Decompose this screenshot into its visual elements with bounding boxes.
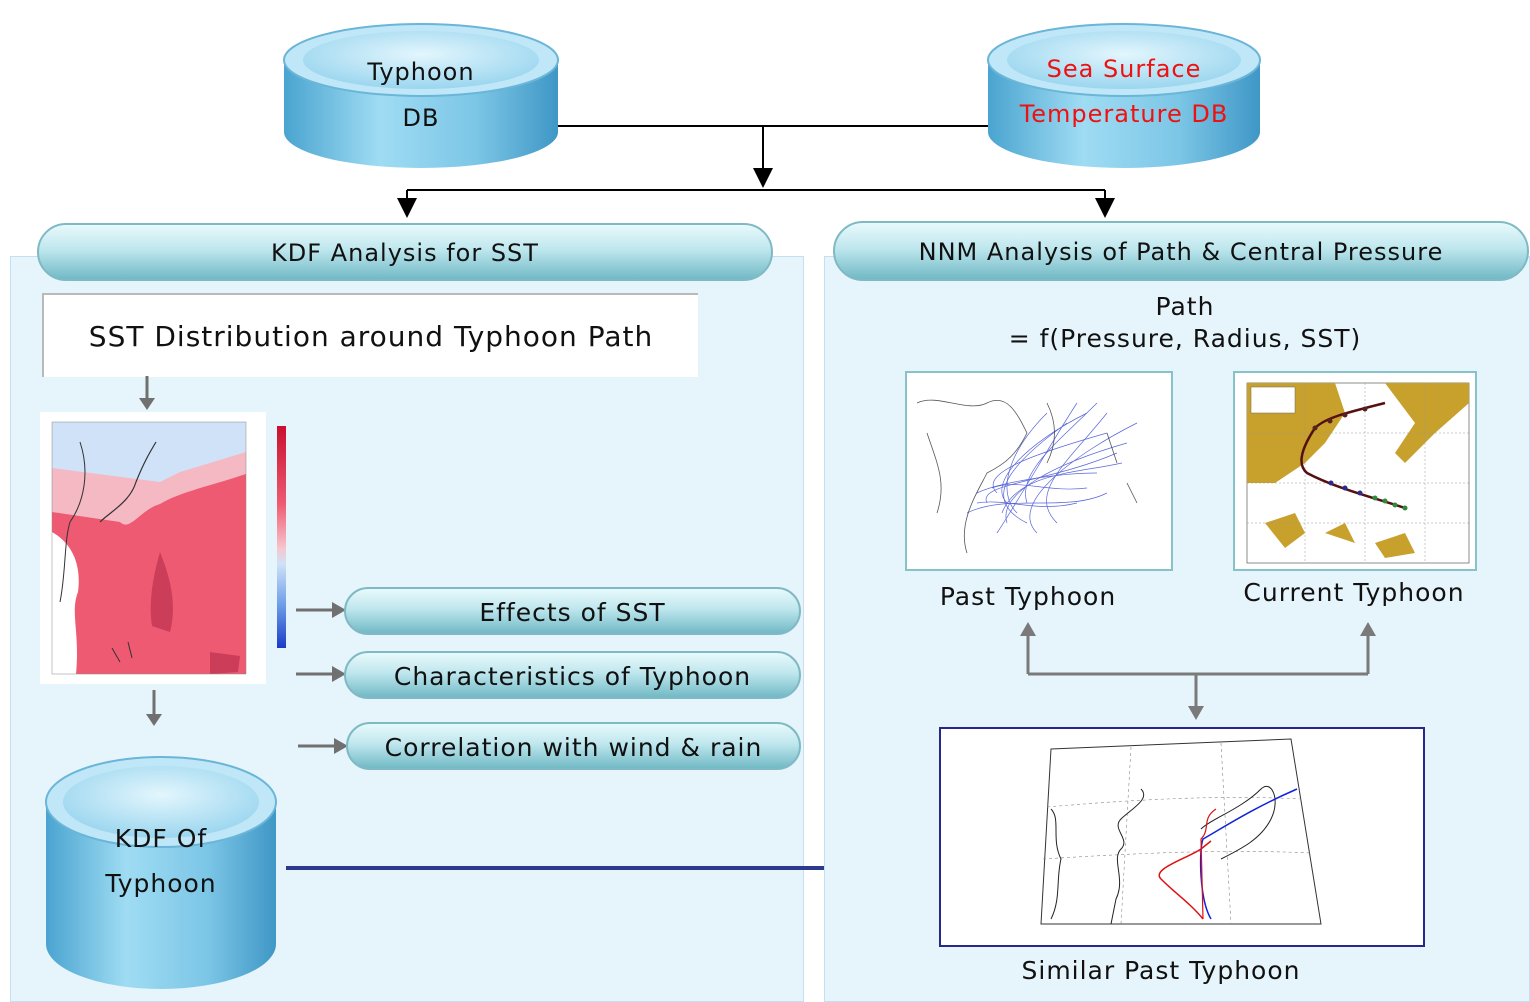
sst-colorbar [277, 426, 286, 648]
sst-db-line1: Sea Surface [1046, 55, 1202, 83]
sst-map [40, 412, 266, 684]
arrow-right-icon [296, 666, 346, 682]
kdf-db-line1: KDF Of [114, 824, 208, 853]
past-tracks-map [916, 399, 1138, 554]
past-typhoon-caption: Past Typhoon [939, 582, 1117, 611]
current-typhoon-caption: Current Typhoon [1243, 578, 1465, 607]
top-connectors [397, 125, 1115, 218]
typhoon-db: Typhoon DB [281, 12, 561, 172]
arrow-down-icon [139, 376, 155, 410]
sst-distribution-box: SST Distribution around Typhoon Path [42, 293, 698, 377]
effect-pill-correlation: Correlation with wind & rain [345, 721, 802, 773]
kdf-typhoon-db: KDF Of Typhoon [43, 744, 279, 1000]
formula-line1: Path [1155, 292, 1215, 321]
cylinder-db-icon [283, 23, 559, 168]
pill-shape [37, 223, 773, 281]
sst-map-graphic [51, 421, 247, 675]
arrow-up-icon [1360, 622, 1376, 636]
arrow-right-icon [298, 738, 348, 754]
arrow-down-icon [1188, 706, 1204, 720]
cylinder-db-icon [45, 756, 277, 989]
similar-typhoon-caption: Similar Past Typhoon [1021, 956, 1301, 985]
arrow-right-icon [296, 602, 346, 618]
typhoon-db-line2: DB [402, 104, 440, 132]
kdf-analysis-title: KDF Analysis for SST [271, 239, 539, 267]
arrow-down-icon [146, 690, 162, 726]
comparison-connector [1020, 622, 1376, 720]
sst-distribution-title: SST Distribution around Typhoon Path [88, 319, 654, 353]
current-typhoon-image [1233, 371, 1477, 571]
effect-label-correlation: Correlation with wind & rain [384, 732, 763, 762]
effect-label-sst: Effects of SST [479, 597, 666, 627]
arrow-up-icon [1020, 622, 1036, 636]
similar-track-map [1040, 738, 1322, 925]
sst-db: Sea Surface Temperature DB [985, 12, 1263, 172]
effect-pill-sst: Effects of SST [343, 586, 802, 638]
sst-db-line2: Temperature DB [1019, 100, 1229, 128]
cylinder-db-icon [987, 23, 1261, 168]
nnm-analysis-header: NNM Analysis of Path & Central Pressure [832, 220, 1530, 284]
kdf-analysis-header: KDF Analysis for SST [36, 222, 774, 284]
current-track-map [1246, 382, 1470, 564]
similar-typhoon-image [939, 727, 1425, 947]
past-typhoon-image [905, 371, 1173, 571]
effect-label-characteristics: Characteristics of Typhoon [393, 661, 752, 691]
effect-pill-characteristics: Characteristics of Typhoon [343, 650, 802, 702]
nnm-analysis-title: NNM Analysis of Path & Central Pressure [918, 238, 1444, 266]
kdf-db-line2: Typhoon [105, 869, 217, 898]
typhoon-db-line1: Typhoon [367, 58, 475, 86]
formula-line2: = f(Pressure, Radius, SST) [1008, 324, 1362, 353]
